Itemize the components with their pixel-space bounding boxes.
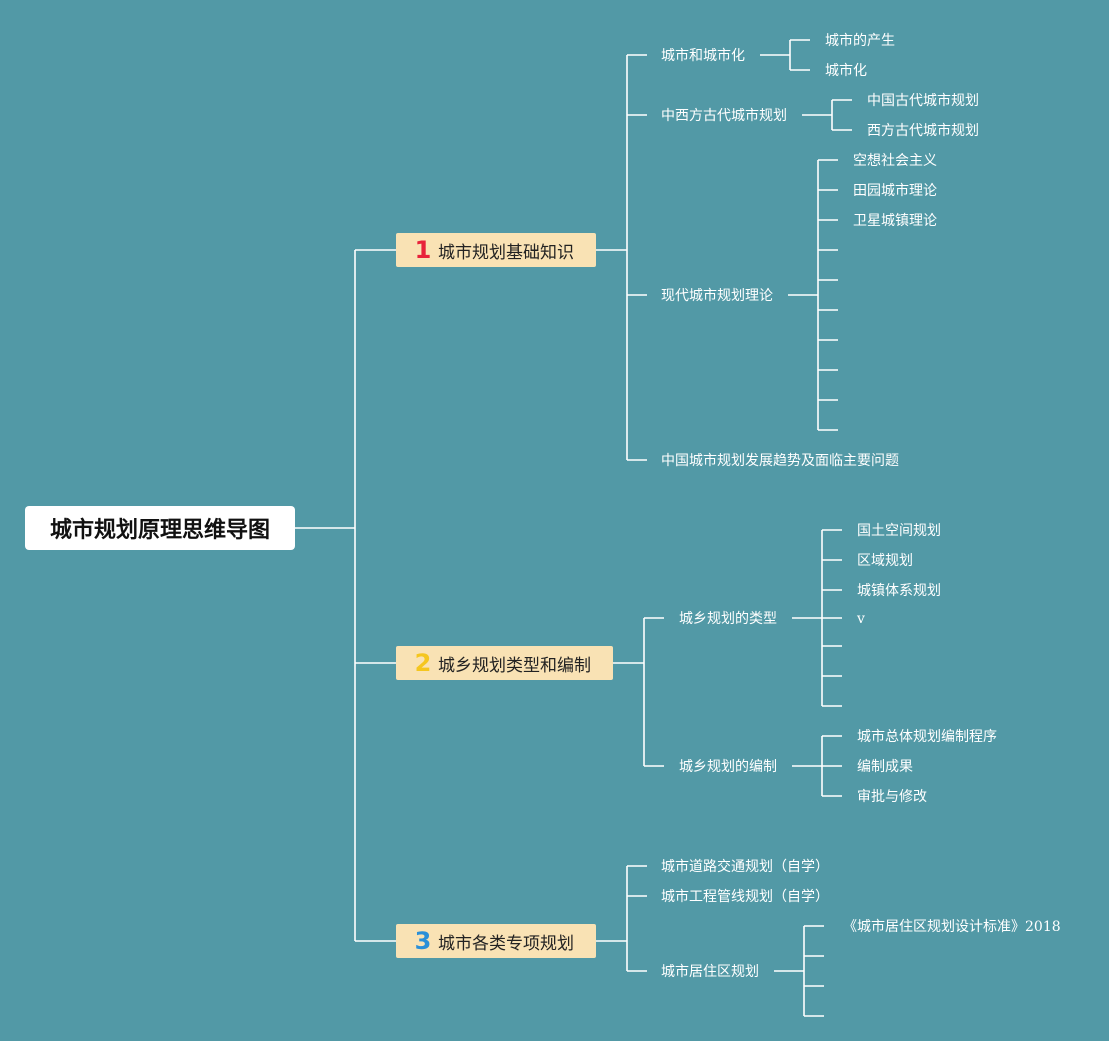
leaf-residential-standard[interactable]: 《城市居住区规划设计标准》2018: [843, 919, 1061, 935]
topic-road-traffic[interactable]: 城市道路交通规划（自学）: [661, 859, 829, 875]
topic-planning-compilation[interactable]: 城乡规划的编制: [679, 759, 777, 775]
leaf-compilation-results[interactable]: 编制成果: [857, 759, 913, 775]
branch-label-3: 城市各类专项规划: [438, 933, 574, 954]
leaf-town-system-planning[interactable]: 城镇体系规划: [857, 583, 941, 599]
branch-number-1: 1: [414, 236, 432, 264]
branch-node-3[interactable]: 3 城市各类专项规划: [396, 924, 596, 958]
branch-label-2: 城乡规划类型和编制: [438, 655, 591, 676]
topic-ancient-planning[interactable]: 中西方古代城市规划: [661, 108, 787, 124]
topic-residential-planning[interactable]: 城市居住区规划: [661, 964, 759, 980]
topic-modern-theory[interactable]: 现代城市规划理论: [661, 288, 773, 304]
leaf-utopian-socialism[interactable]: 空想社会主义: [853, 153, 937, 169]
leaf-approval-revision[interactable]: 审批与修改: [857, 789, 927, 805]
root-node[interactable]: 城市规划原理思维导图: [25, 506, 295, 550]
branch-node-2[interactable]: 2 城乡规划类型和编制: [396, 646, 613, 680]
leaf-regional-planning[interactable]: 区域规划: [857, 553, 913, 569]
topic-trends-problems[interactable]: 中国城市规划发展趋势及面临主要问题: [661, 453, 899, 469]
leaf-satellite-town[interactable]: 卫星城镇理论: [853, 213, 937, 229]
topic-planning-types[interactable]: 城乡规划的类型: [679, 611, 777, 627]
topic-city-and-urbanization[interactable]: 城市和城市化: [661, 48, 745, 64]
leaf-garden-city[interactable]: 田园城市理论: [853, 183, 937, 199]
topic-engineering-pipelines[interactable]: 城市工程管线规划（自学）: [661, 889, 829, 905]
root-title: 城市规划原理思维导图: [49, 518, 270, 543]
branch-node-1[interactable]: 1 城市规划基础知识: [396, 233, 596, 267]
leaf-china-ancient[interactable]: 中国古代城市规划: [867, 93, 979, 109]
leaf-v[interactable]: v: [857, 611, 865, 627]
branch-number-3: 3: [414, 927, 432, 955]
branch-label-1: 城市规划基础知识: [438, 242, 574, 263]
leaf-territorial-planning[interactable]: 国土空间规划: [857, 523, 941, 539]
branch-number-2: 2: [414, 649, 432, 677]
leaf-city-origin[interactable]: 城市的产生: [825, 33, 895, 49]
leaf-west-ancient[interactable]: 西方古代城市规划: [867, 123, 979, 139]
leaf-urbanization[interactable]: 城市化: [825, 63, 867, 79]
leaf-master-plan-procedure[interactable]: 城市总体规划编制程序: [857, 729, 997, 745]
